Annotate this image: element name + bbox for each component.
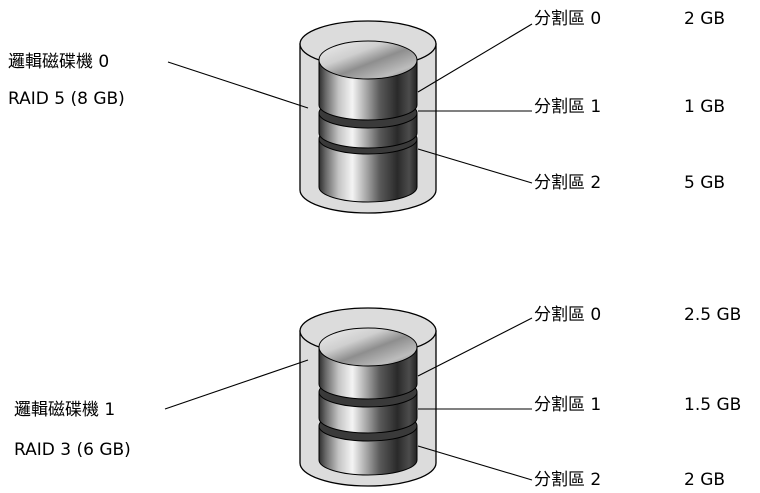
drive-0-partition-2-leader <box>417 148 533 184</box>
drive-0-partition-2-body <box>318 138 418 203</box>
drive-0-partition-2-size: 5 GB <box>684 173 726 193</box>
drive-0-partition-0-label: 分割區 0 <box>534 9 602 29</box>
drive-0-partition-2-label: 分割區 2 <box>534 173 602 193</box>
logical-drive-1-cylinder <box>299 307 437 487</box>
drive-0-name: 邏輯磁碟機 0 <box>8 52 110 72</box>
drive-1-partition-2-size: 2 GB <box>684 470 726 490</box>
drive-1-partition-2-label: 分割區 2 <box>534 470 602 490</box>
drive-1-raid: RAID 3 (6 GB) <box>14 440 131 460</box>
drive-1-partition-1-size: 1.5 GB <box>684 395 742 415</box>
drive-0-raid: RAID 5 (8 GB) <box>8 89 125 109</box>
drive-1-partition-0-top <box>318 327 418 367</box>
drive-0-partition-0-size: 2 GB <box>684 9 726 29</box>
drive-0-name-leader <box>167 61 309 109</box>
drive-0-partition-0-top <box>318 40 418 80</box>
drive-0-partition-1-label: 分割區 1 <box>534 97 602 117</box>
drive-1-partition-0-leader <box>417 317 533 377</box>
drive-1-name: 邏輯磁碟機 1 <box>14 400 116 420</box>
drive-1-name-leader <box>164 359 309 410</box>
drive-1-partition-2-leader <box>417 445 533 481</box>
drive-1-partition-0-label: 分割區 0 <box>534 305 602 325</box>
drive-1-partition-0-size: 2.5 GB <box>684 305 742 325</box>
drive-0-partition-0-leader <box>417 23 533 93</box>
logical-drive-0-cylinder <box>299 20 437 214</box>
drive-1-partition-1-label: 分割區 1 <box>534 395 602 415</box>
drive-0-partition-1-size: 1 GB <box>684 97 726 117</box>
